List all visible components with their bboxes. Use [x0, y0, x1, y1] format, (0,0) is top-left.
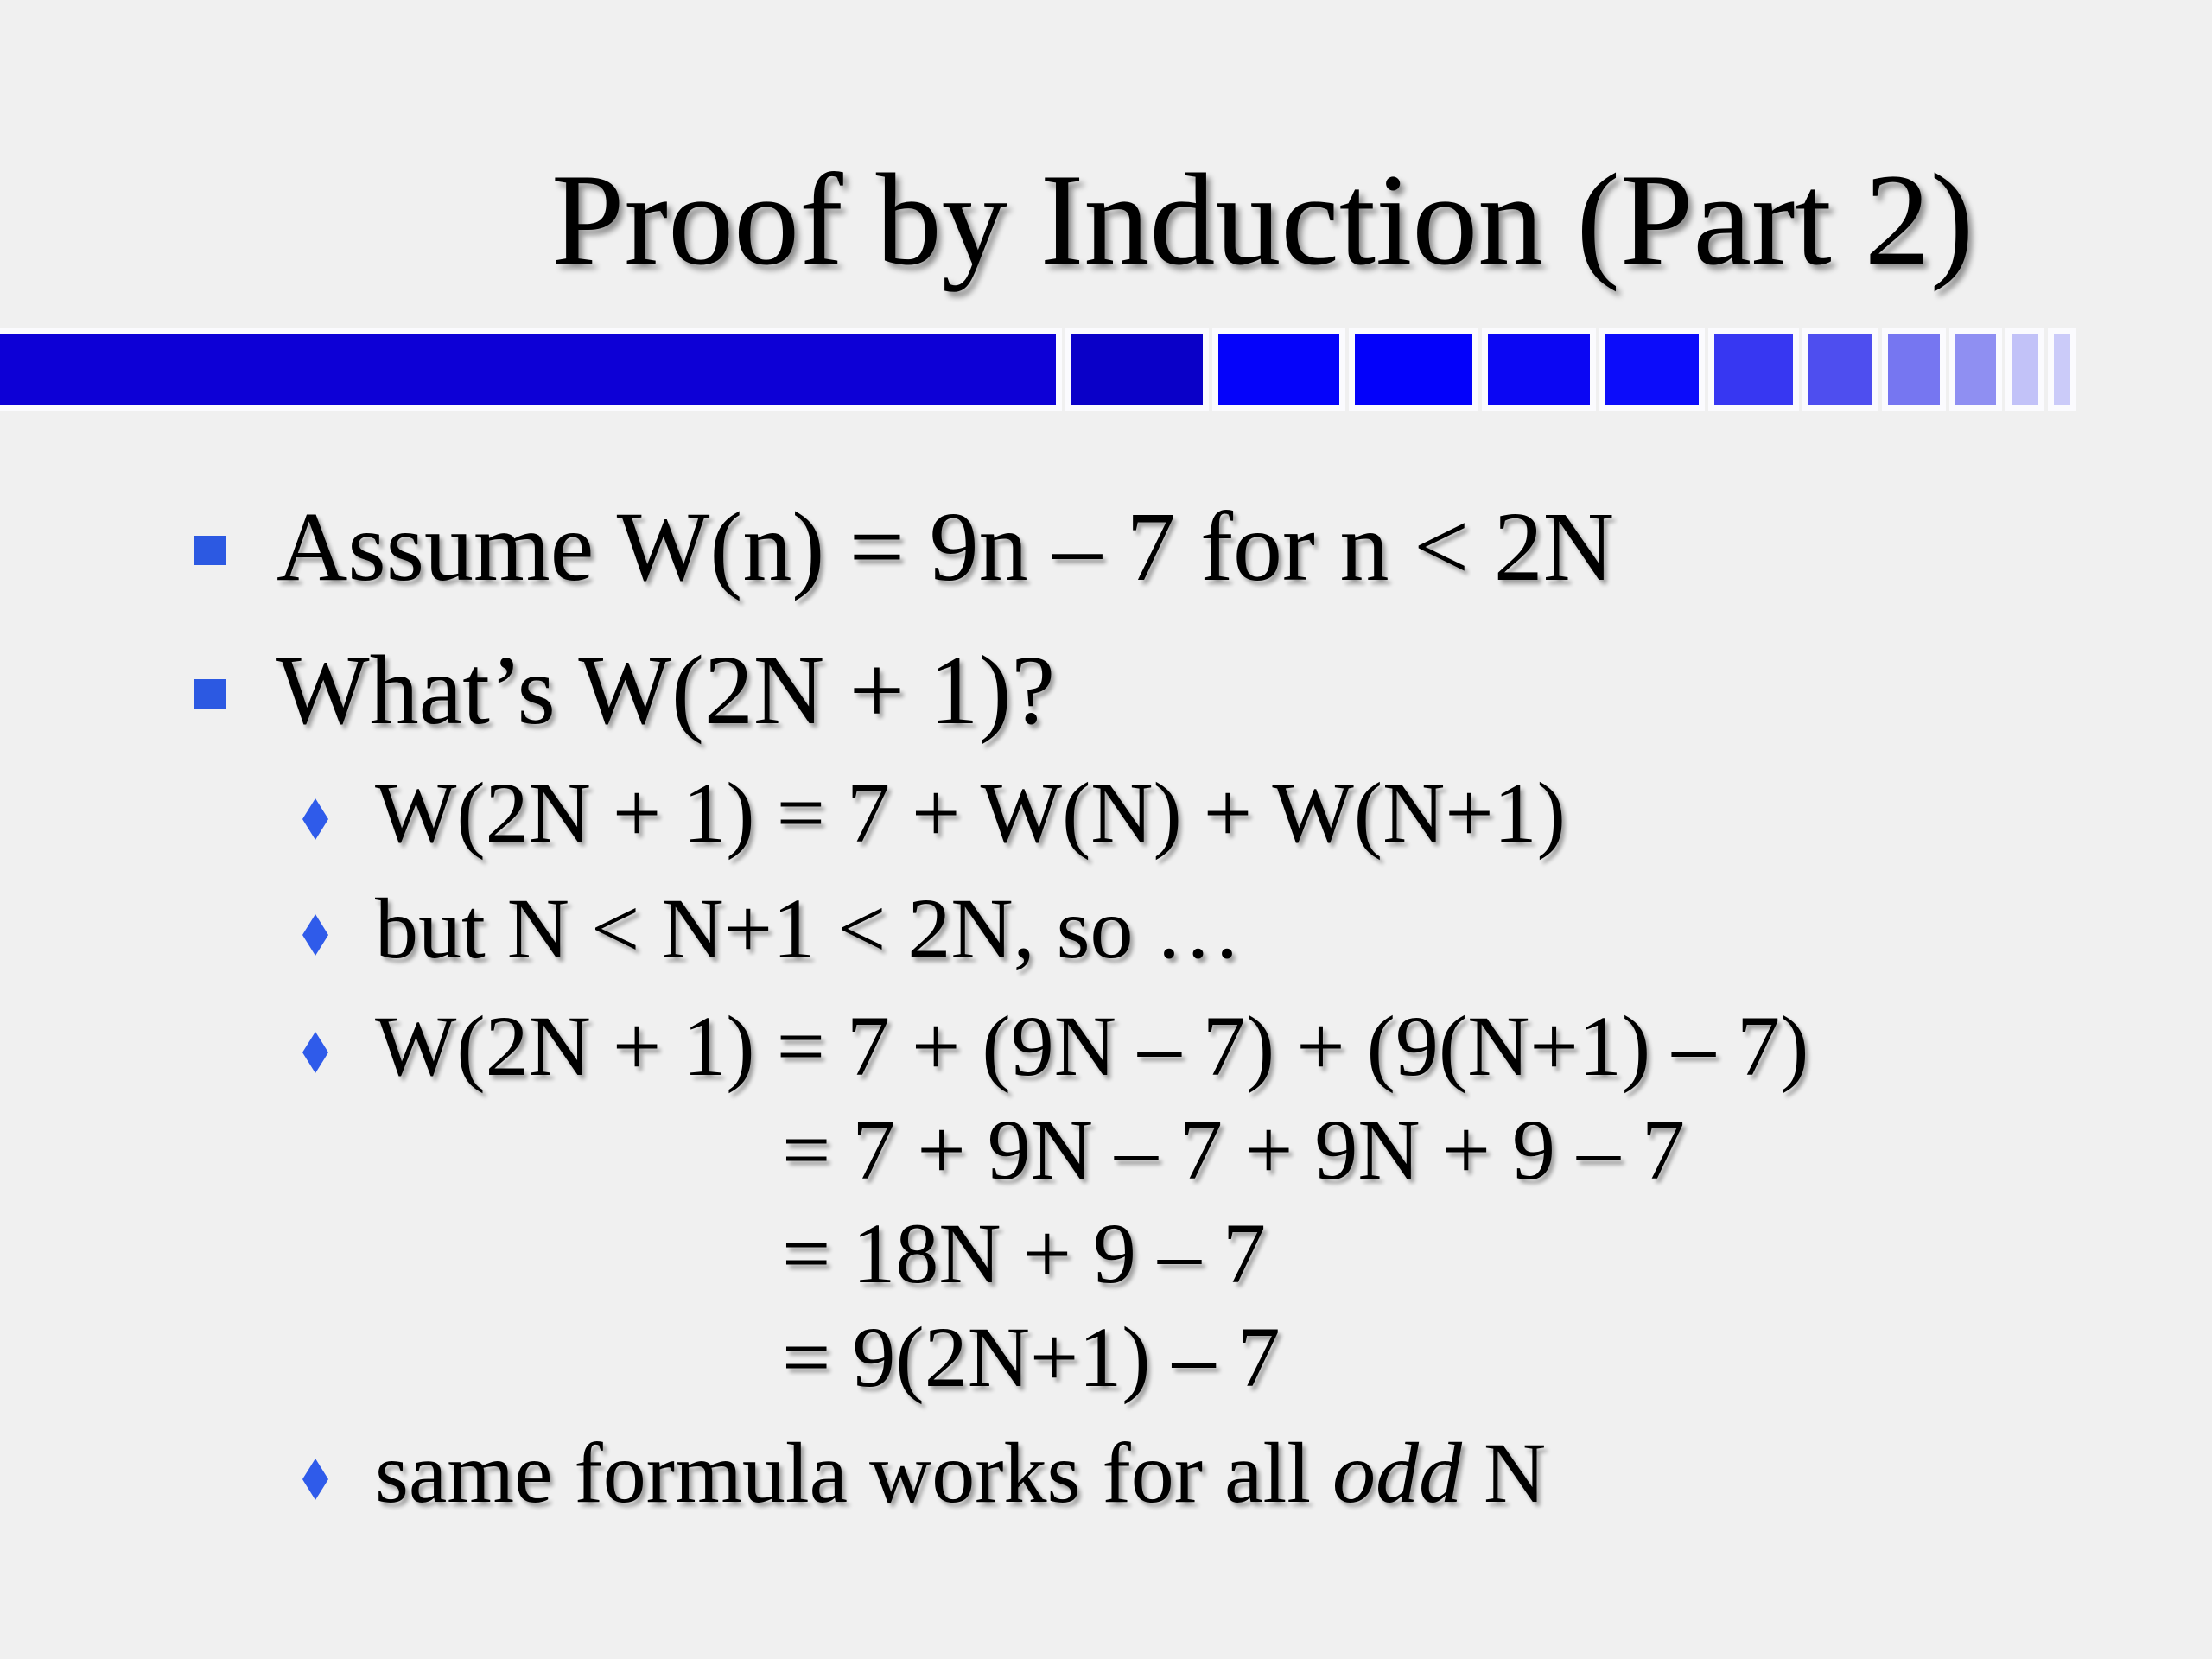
- sub-bullet-text: W(2N + 1) = 7 + (9N – 7) + (9(N+1) – 7): [375, 998, 1809, 1094]
- divider-segment: [1488, 334, 1590, 405]
- sub-bullet-line: W(2N + 1) = 7 + (9N – 7) + (9(N+1) – 7): [0, 995, 2212, 1098]
- text-part: N: [1462, 1425, 1547, 1521]
- equation-text: = 18N + 9 – 7: [782, 1205, 1267, 1301]
- sub-bullet-text: but N < N+1 < 2N, so …: [375, 880, 1242, 976]
- sub-bullet-text: W(2N + 1) = 7 + W(N) + W(N+1): [375, 765, 1566, 861]
- bullet-line: What’s W(2N + 1)?: [0, 632, 2212, 750]
- sub-bullet-line: W(2N + 1) = 7 + W(N) + W(N+1): [0, 761, 2212, 865]
- bullet-line: Assume W(n) = 9n – 7 for n < 2N: [0, 488, 2212, 607]
- equation-continuation-line: = 7 + 9N – 7 + 9N + 9 – 7: [0, 1098, 2212, 1202]
- slide-title: Proof by Induction (Part 2): [551, 147, 1974, 292]
- divider-segment: [1955, 334, 1996, 405]
- square-bullet-icon: [194, 536, 226, 565]
- diamond-bullet-icon: [302, 914, 328, 956]
- divider-segment: [2054, 334, 2070, 405]
- divider-segment: [0, 334, 1056, 405]
- divider: [0, 334, 2212, 405]
- divider-segment: [1808, 334, 1872, 405]
- sub-bullet-line: but N < N+1 < 2N, so …: [0, 877, 2212, 981]
- equation-text: = 7 + 9N – 7 + 9N + 9 – 7: [782, 1102, 1686, 1198]
- divider-segment: [1888, 334, 1940, 405]
- diamond-bullet-icon: [302, 1032, 328, 1073]
- divider-segment: [1071, 334, 1203, 405]
- equation-text: = 9(2N+1) – 7: [782, 1309, 1281, 1405]
- bullet-text: What’s W(2N + 1)?: [276, 635, 1056, 745]
- equation-continuation-line: = 18N + 9 – 7: [0, 1202, 2212, 1306]
- sub-bullet-line: same formula works for all odd N: [0, 1421, 2212, 1525]
- divider-segment: [1714, 334, 1793, 405]
- divider-segment: [1218, 334, 1339, 405]
- text-part: same formula works for all: [375, 1425, 1333, 1521]
- square-bullet-icon: [194, 679, 226, 709]
- divider-segment: [2012, 334, 2038, 405]
- bullet-text: Assume W(n) = 9n – 7 for n < 2N: [276, 492, 1615, 601]
- sub-bullet-text: same formula works for all odd N: [375, 1421, 1546, 1525]
- diamond-bullet-icon: [302, 1459, 328, 1500]
- equation-continuation-line: = 9(2N+1) – 7: [0, 1306, 2212, 1409]
- italic-text-part: odd: [1332, 1425, 1463, 1521]
- divider-segment: [1605, 334, 1699, 405]
- diamond-bullet-icon: [302, 798, 328, 840]
- divider-segment: [1355, 334, 1472, 405]
